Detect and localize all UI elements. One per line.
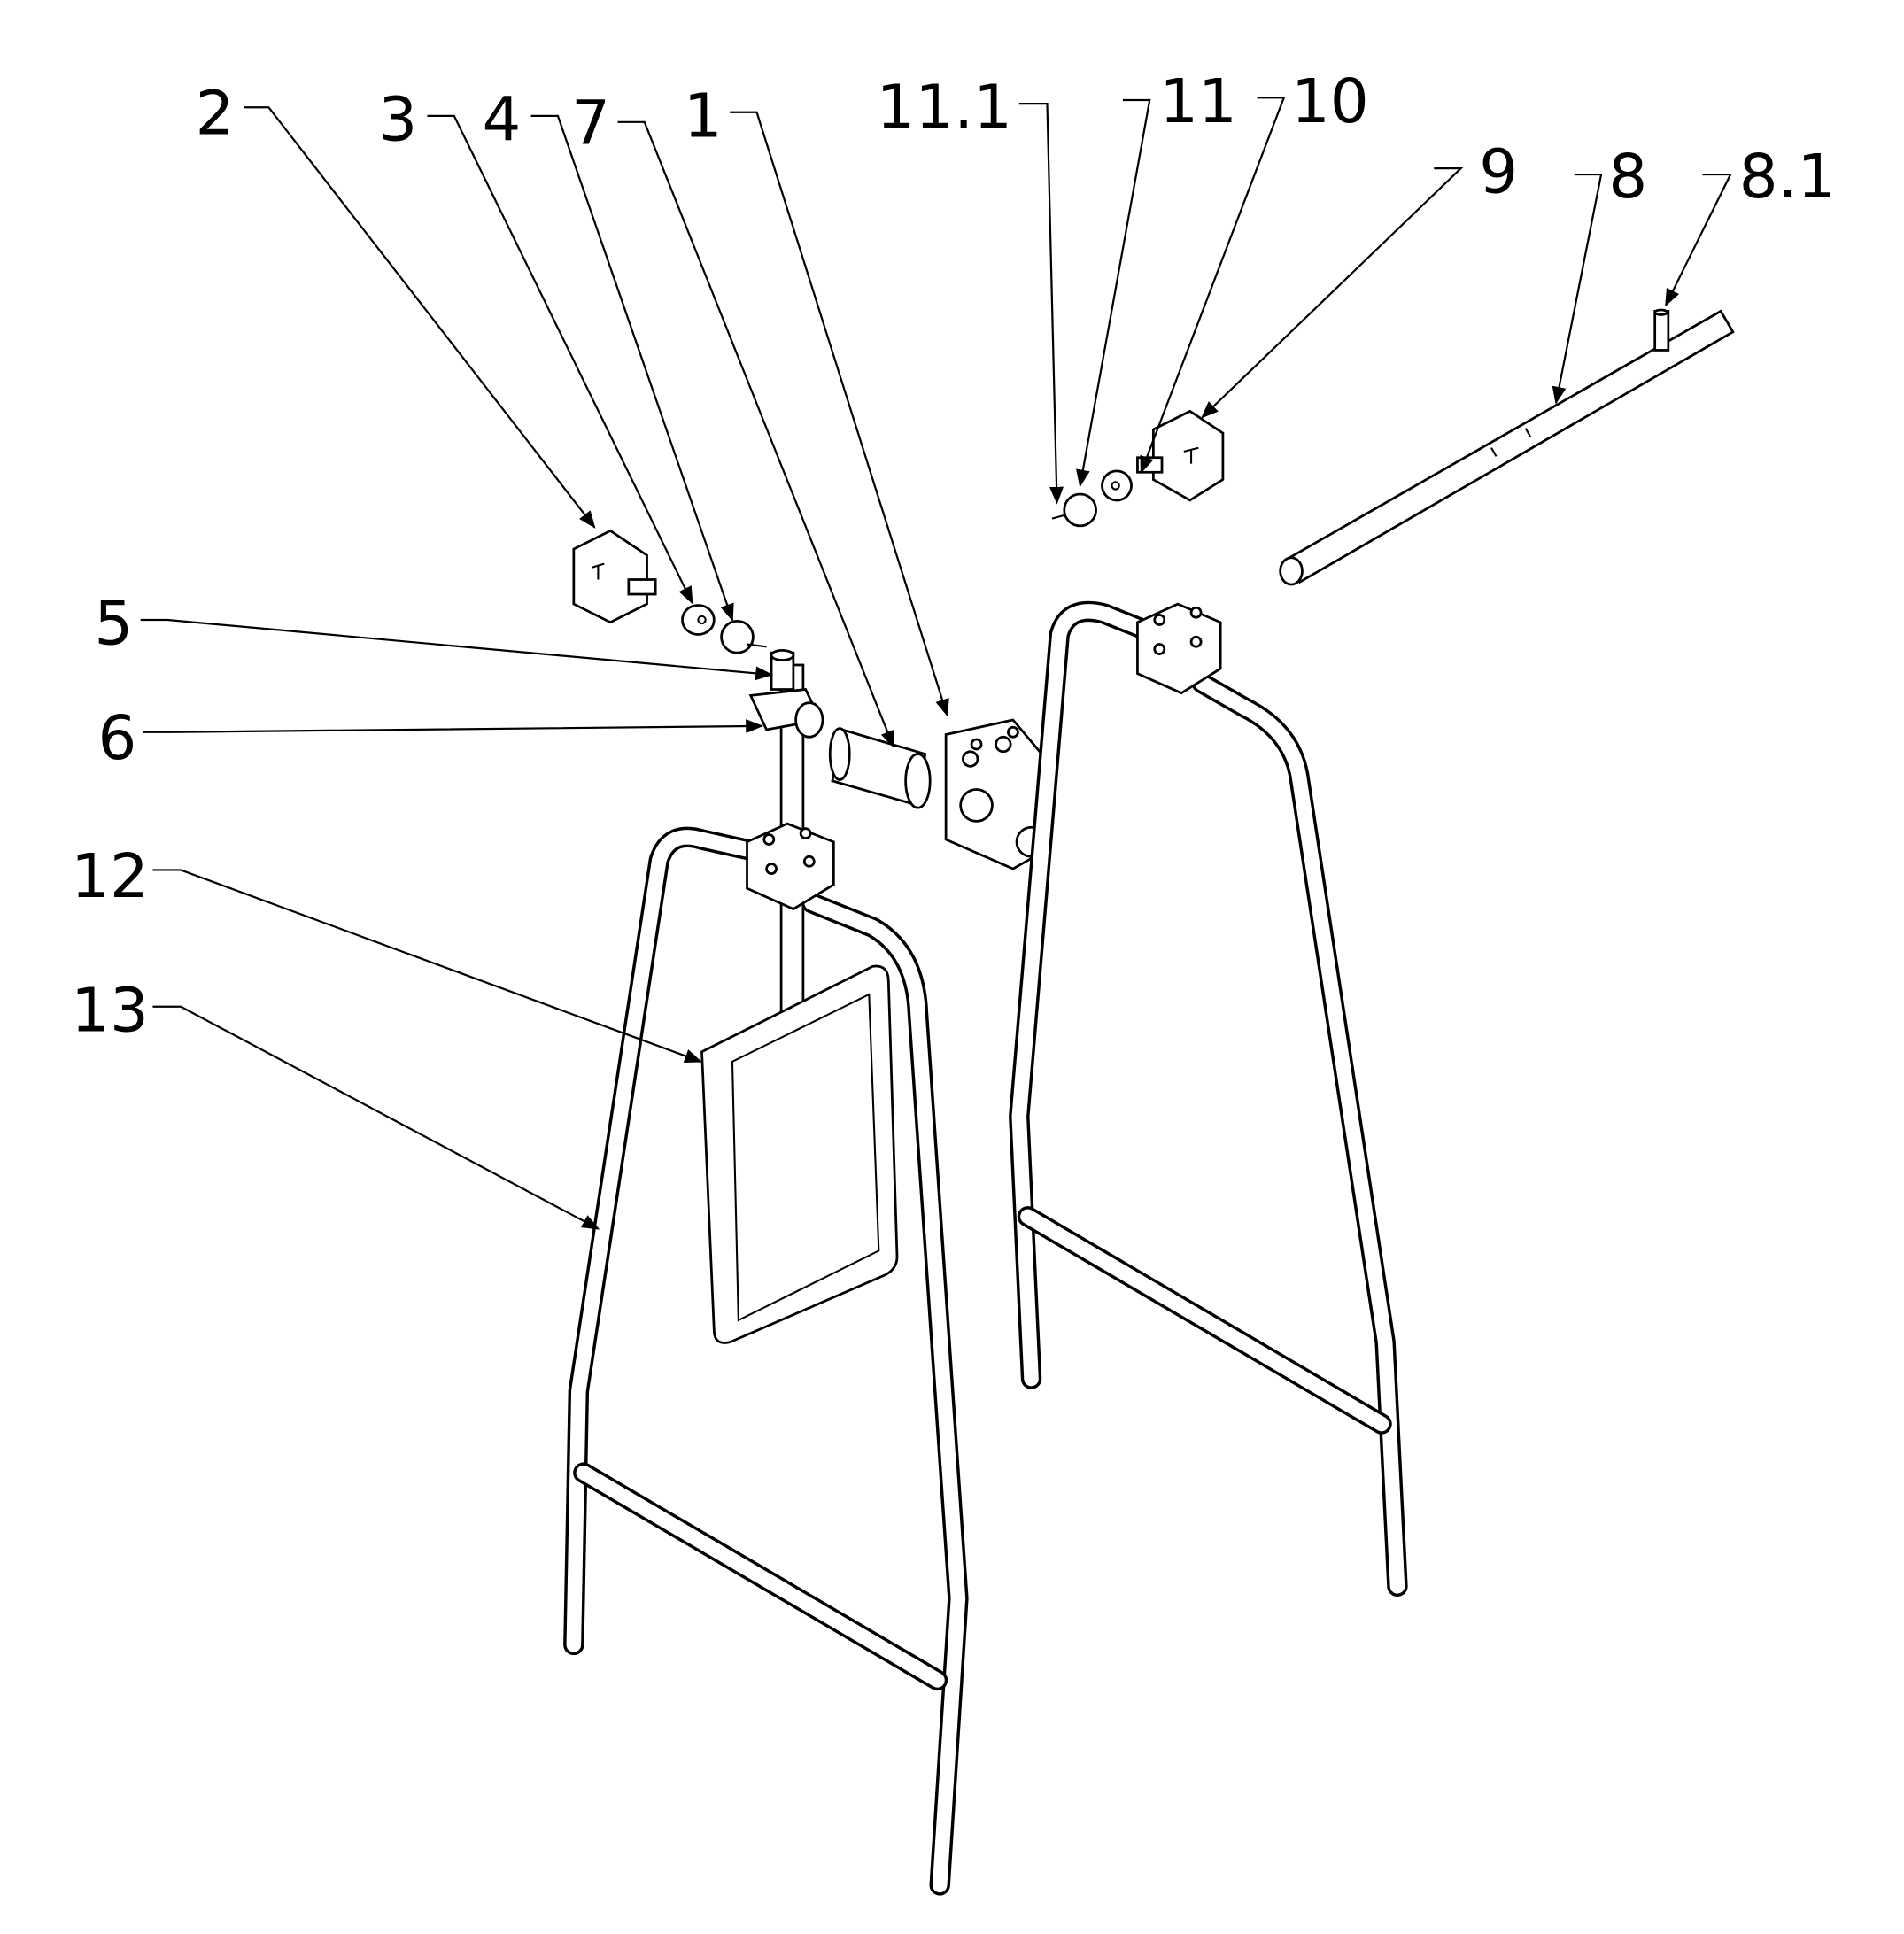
label-13: 13 xyxy=(71,975,149,1046)
label-5: 5 xyxy=(94,589,133,660)
knob-11 xyxy=(1051,492,1097,528)
mirror-frame xyxy=(700,964,899,1344)
label-8-1: 8.1 xyxy=(1739,142,1837,213)
label-8: 8 xyxy=(1608,142,1647,213)
label-11-1: 11.1 xyxy=(877,73,1012,143)
label-11: 11 xyxy=(1159,66,1237,137)
left-frame xyxy=(563,826,969,1896)
spacer-4 xyxy=(720,619,767,654)
label-9: 9 xyxy=(1479,137,1518,208)
label-2: 2 xyxy=(196,79,235,150)
plate-9 xyxy=(1136,409,1225,502)
label-3: 3 xyxy=(378,84,417,155)
reference-labels: 2 3 4 7 1 11.1 11 10 9 8 8.1 5 6 12 13 xyxy=(71,66,1836,1047)
left-clamp xyxy=(746,822,835,911)
plate-2 xyxy=(572,529,657,624)
label-6: 6 xyxy=(97,703,136,774)
right-frame xyxy=(1009,600,1408,1597)
washer-3 xyxy=(681,604,716,636)
label-4: 4 xyxy=(483,84,522,155)
washer-10 xyxy=(1101,469,1133,502)
label-7: 7 xyxy=(571,89,610,159)
label-10: 10 xyxy=(1291,66,1369,137)
hinge-block-1 xyxy=(944,718,1054,870)
rod-8 xyxy=(1279,308,1735,586)
pin-7 xyxy=(828,727,932,809)
label-1: 1 xyxy=(684,81,723,151)
leader-lines xyxy=(140,97,1732,1230)
label-12: 12 xyxy=(71,841,149,912)
right-clamp xyxy=(1136,602,1222,695)
